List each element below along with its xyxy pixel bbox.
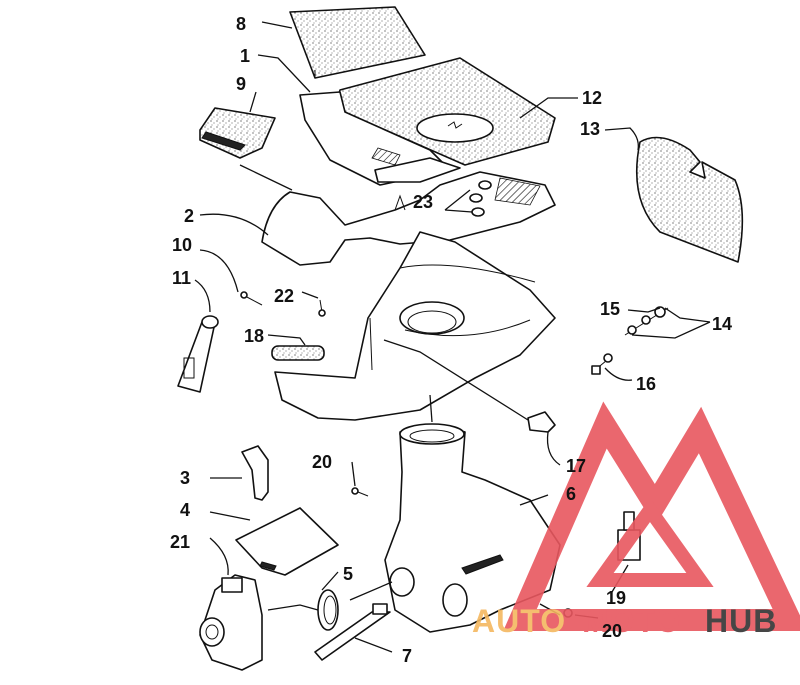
part-label-8: 8	[236, 14, 246, 34]
part-label-2: 2	[184, 206, 194, 226]
part-label-20-upper: 20	[312, 452, 332, 472]
leader-lines	[194, 21, 711, 653]
part-label-15: 15	[600, 299, 620, 319]
watermark-logo: AUTO MOTO HUB	[472, 401, 800, 639]
watermark-auto: AUTO	[472, 603, 566, 639]
part-label-13: 13	[580, 119, 600, 139]
part-label-16: 16	[636, 374, 656, 394]
screw-22	[318, 299, 326, 317]
grommet-11	[177, 315, 219, 393]
foam-side-pad-13	[635, 136, 744, 263]
part-label-7: 7	[402, 646, 412, 666]
screw-20-upper	[351, 487, 369, 497]
part-label-18: 18	[244, 326, 264, 346]
foam-pad-8	[289, 6, 426, 79]
watermark-moto: MOTO	[582, 603, 681, 639]
hose-18	[271, 345, 325, 361]
foam-wedge-9	[199, 107, 276, 159]
fitting-16	[591, 353, 613, 375]
part-label-12: 12	[582, 88, 602, 108]
clip-17	[527, 411, 556, 433]
airbox-body	[274, 231, 556, 421]
part-label-22: 22	[274, 286, 294, 306]
strap-7	[314, 603, 391, 661]
part-number-labels: 8 1 9 12 13 23 2 10 11 22 18 15 14 16 17…	[170, 14, 732, 666]
part-label-21: 21	[170, 532, 190, 552]
part-label-14: 14	[712, 314, 732, 334]
part-label-9: 9	[236, 74, 246, 94]
part-label-6: 6	[566, 484, 576, 504]
watermark-hub: HUB	[705, 603, 777, 639]
part-label-23: 23	[413, 192, 433, 212]
part-label-20-lower: 20	[602, 621, 622, 641]
fitting-14-15	[624, 306, 669, 336]
bracket-3	[241, 445, 269, 501]
part-label-4: 4	[180, 500, 190, 520]
part-label-11: 11	[172, 268, 191, 288]
watermark-triangle-inner	[586, 497, 714, 587]
part-label-5: 5	[343, 564, 353, 584]
part-label-17: 17	[566, 456, 586, 476]
watermark-triangle-outer	[503, 401, 800, 631]
part-label-19: 19	[606, 588, 626, 608]
filter-frame-1	[299, 91, 461, 186]
intake-boot-6	[384, 423, 561, 633]
airbox-upper-2	[261, 171, 556, 266]
flap-4	[235, 507, 339, 576]
carburetor-21	[199, 574, 263, 671]
part-label-3: 3	[180, 468, 190, 488]
screw-10	[240, 291, 263, 306]
part-label-10: 10	[172, 235, 192, 255]
clamp-ring-5	[317, 589, 339, 631]
part-label-1: 1	[240, 46, 250, 66]
